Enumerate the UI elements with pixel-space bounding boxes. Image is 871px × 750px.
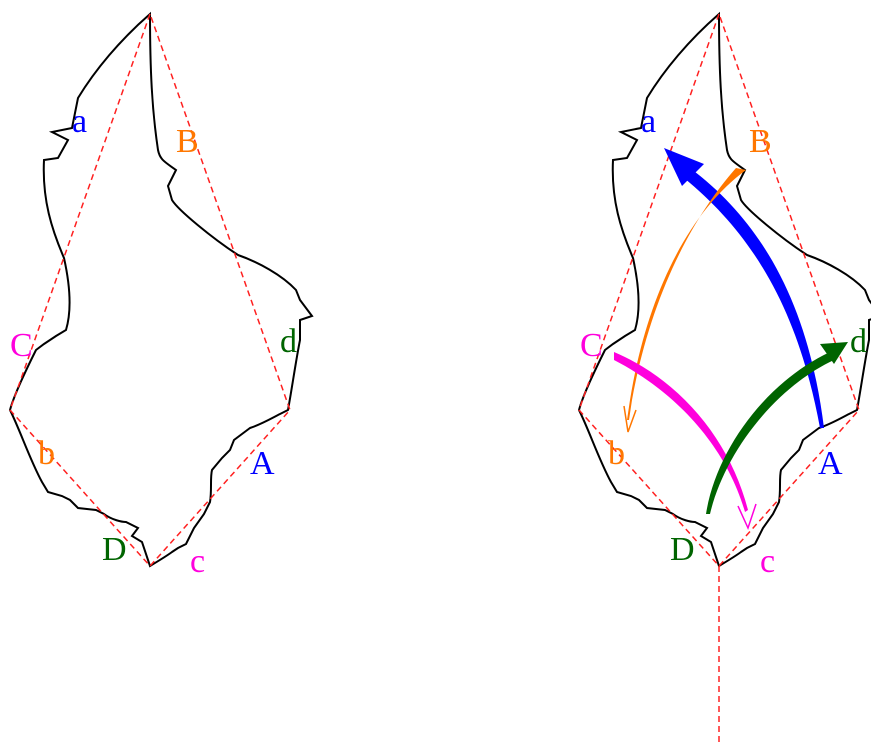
- left-label-c: c: [190, 543, 205, 580]
- right-figure: [577, 11, 871, 746]
- right-label-B: B: [749, 123, 772, 160]
- left-figure: [8, 11, 314, 568]
- right-label-D: D: [670, 531, 695, 568]
- right-tile-outline: [577, 11, 871, 568]
- left-label-B: B: [176, 123, 199, 160]
- left-label-C: C: [10, 327, 33, 364]
- arrow-A-to-a: [664, 148, 824, 428]
- left-tile-outline: [8, 11, 314, 568]
- arrow-magenta-head: [737, 503, 757, 531]
- left-dashed-quad: [9, 11, 291, 568]
- right-label-b: b: [608, 435, 625, 472]
- right-label-C: C: [580, 327, 603, 364]
- arrow-C-to-c: [614, 352, 757, 531]
- arrow-magenta-body: [614, 352, 748, 512]
- arrow-B-to-b: [623, 168, 746, 433]
- arrow-green-head: [820, 342, 848, 364]
- arrow-D-to-d: [706, 342, 848, 514]
- left-label-A: A: [250, 445, 275, 482]
- right-label-A: A: [818, 445, 843, 482]
- right-dashed-quad: [578, 11, 860, 568]
- arrow-blue-body: [684, 168, 824, 428]
- left-label-a: a: [72, 103, 87, 140]
- arrow-blue-head: [664, 148, 704, 186]
- left-label-d: d: [280, 323, 297, 360]
- right-label-c: c: [760, 543, 775, 580]
- left-label-b: b: [38, 435, 55, 472]
- arrow-orange-head: [623, 405, 637, 433]
- left-label-D: D: [102, 531, 127, 568]
- right-label-a: a: [641, 103, 656, 140]
- right-label-d: d: [850, 323, 867, 360]
